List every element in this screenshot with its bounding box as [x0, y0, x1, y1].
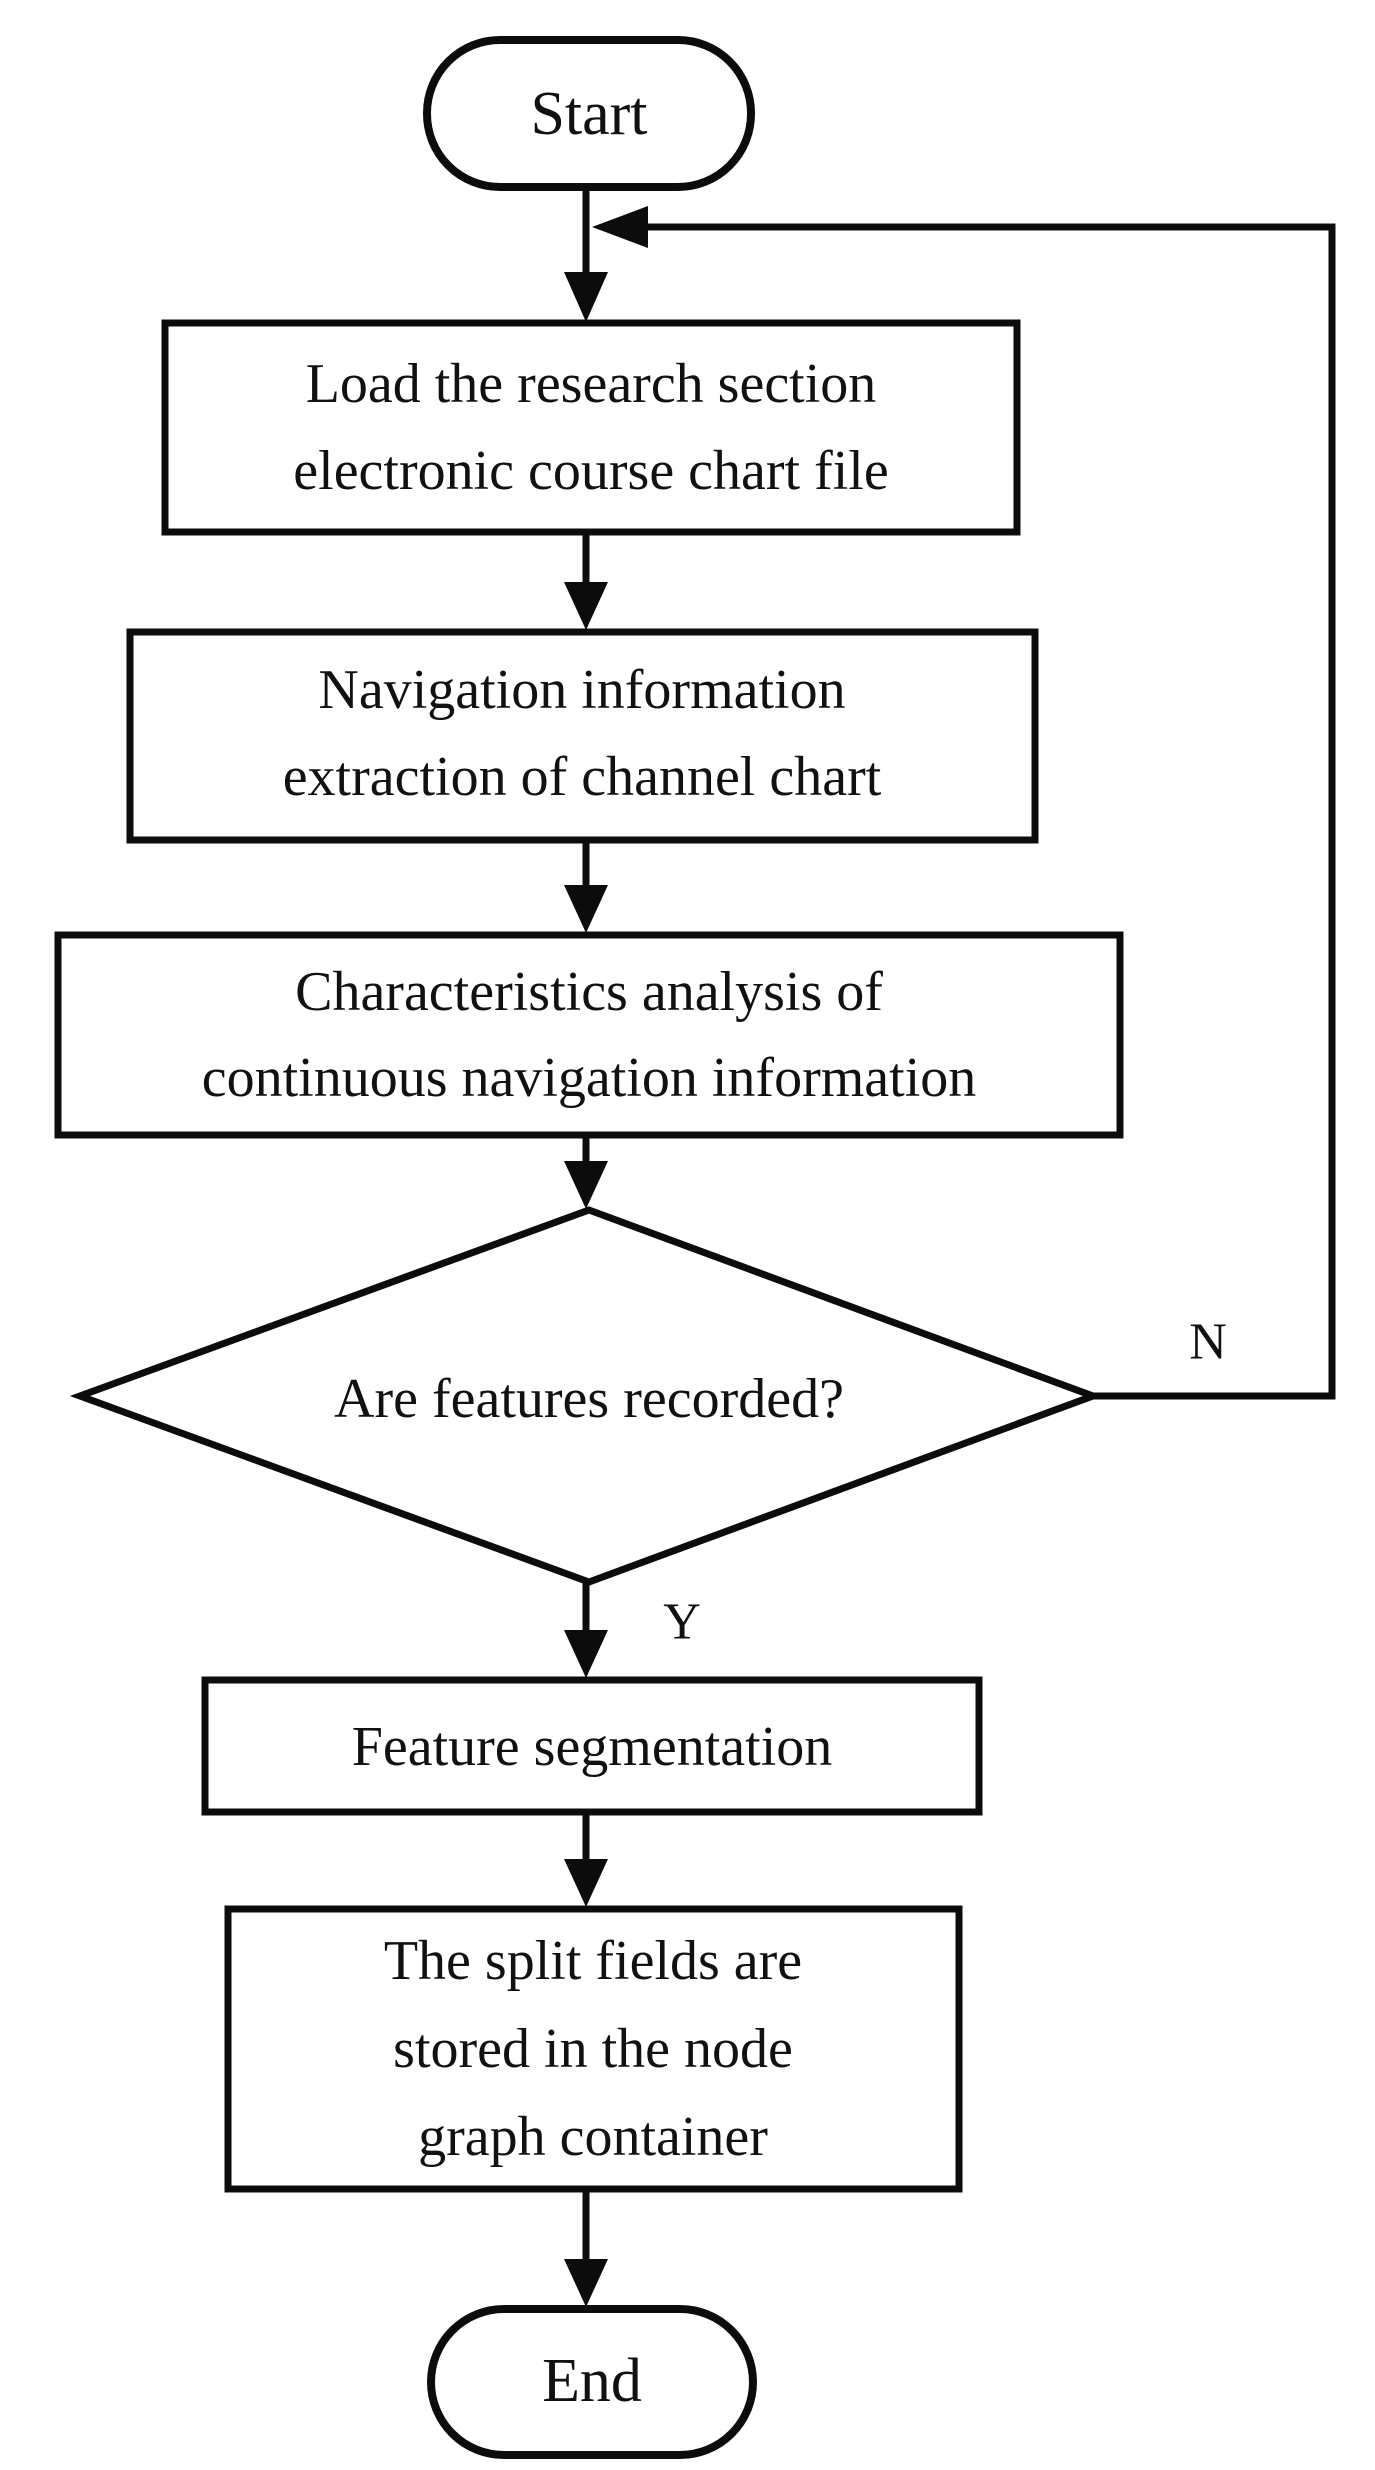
edge-label-no: N	[1189, 1314, 1227, 1371]
node-char-analysis: Characteristics analysis of continuous n…	[54, 931, 1124, 1139]
flow-arrow-extraction-to-analysis	[564, 840, 608, 933]
arrowhead-down-icon	[564, 2259, 608, 2307]
node-decision: Are features recorded?	[69, 1206, 1104, 1586]
flow-arrow-feedback-no-loop	[592, 206, 1336, 1400]
node-nav-extraction: Navigation information extraction of cha…	[126, 628, 1039, 844]
node-feature-segmentation: Feature segmentation	[201, 1676, 983, 1816]
node-store-fields-line1: The split fields are	[384, 1930, 802, 1992]
node-char-analysis-line1: Characteristics analysis of	[295, 961, 883, 1023]
node-feature-segmentation-label: Feature segmentation	[352, 1716, 833, 1778]
flow-arrow-analysis-to-decision	[564, 1135, 608, 1209]
node-nav-extraction-line2: extraction of channel chart	[283, 746, 882, 808]
node-decision-label: Are features recorded?	[334, 1368, 844, 1430]
node-start-label: Start	[530, 80, 647, 148]
arrowhead-down-icon	[564, 885, 608, 933]
node-nav-extraction-line1: Navigation information	[318, 659, 845, 721]
flow-arrow-start-to-load	[564, 185, 608, 322]
arrowhead-down-icon	[564, 1630, 608, 1678]
node-end-label: End	[542, 2347, 642, 2415]
node-start: Start	[423, 36, 755, 191]
node-load-chart: Load the research section electronic cou…	[161, 319, 1021, 536]
flow-arrow-load-to-extraction	[564, 532, 608, 630]
arrowhead-down-icon	[564, 1859, 608, 1907]
edge-label-yes: Y	[663, 1594, 701, 1651]
flow-arrow-segmentation-to-store	[564, 1812, 608, 1907]
node-store-fields-line3: graph container	[418, 2106, 768, 2168]
node-end: End	[427, 2305, 757, 2459]
node-load-chart-line1: Load the research section	[306, 353, 877, 415]
node-store-fields: The split fields are stored in the node …	[224, 1905, 963, 2193]
flow-arrow-decision-to-segmentation	[564, 1580, 608, 1678]
node-store-fields-line2: stored in the node	[393, 2018, 793, 2080]
node-char-analysis-line2: continuous navigation information	[202, 1047, 977, 1109]
arrowhead-down-icon	[564, 272, 608, 322]
node-load-chart-line2: electronic course chart file	[293, 440, 888, 502]
arrowhead-down-icon	[564, 582, 608, 630]
flow-arrow-store-to-end	[564, 2189, 608, 2307]
arrowhead-down-icon	[564, 1161, 608, 1209]
arrowhead-left-icon	[592, 206, 648, 248]
